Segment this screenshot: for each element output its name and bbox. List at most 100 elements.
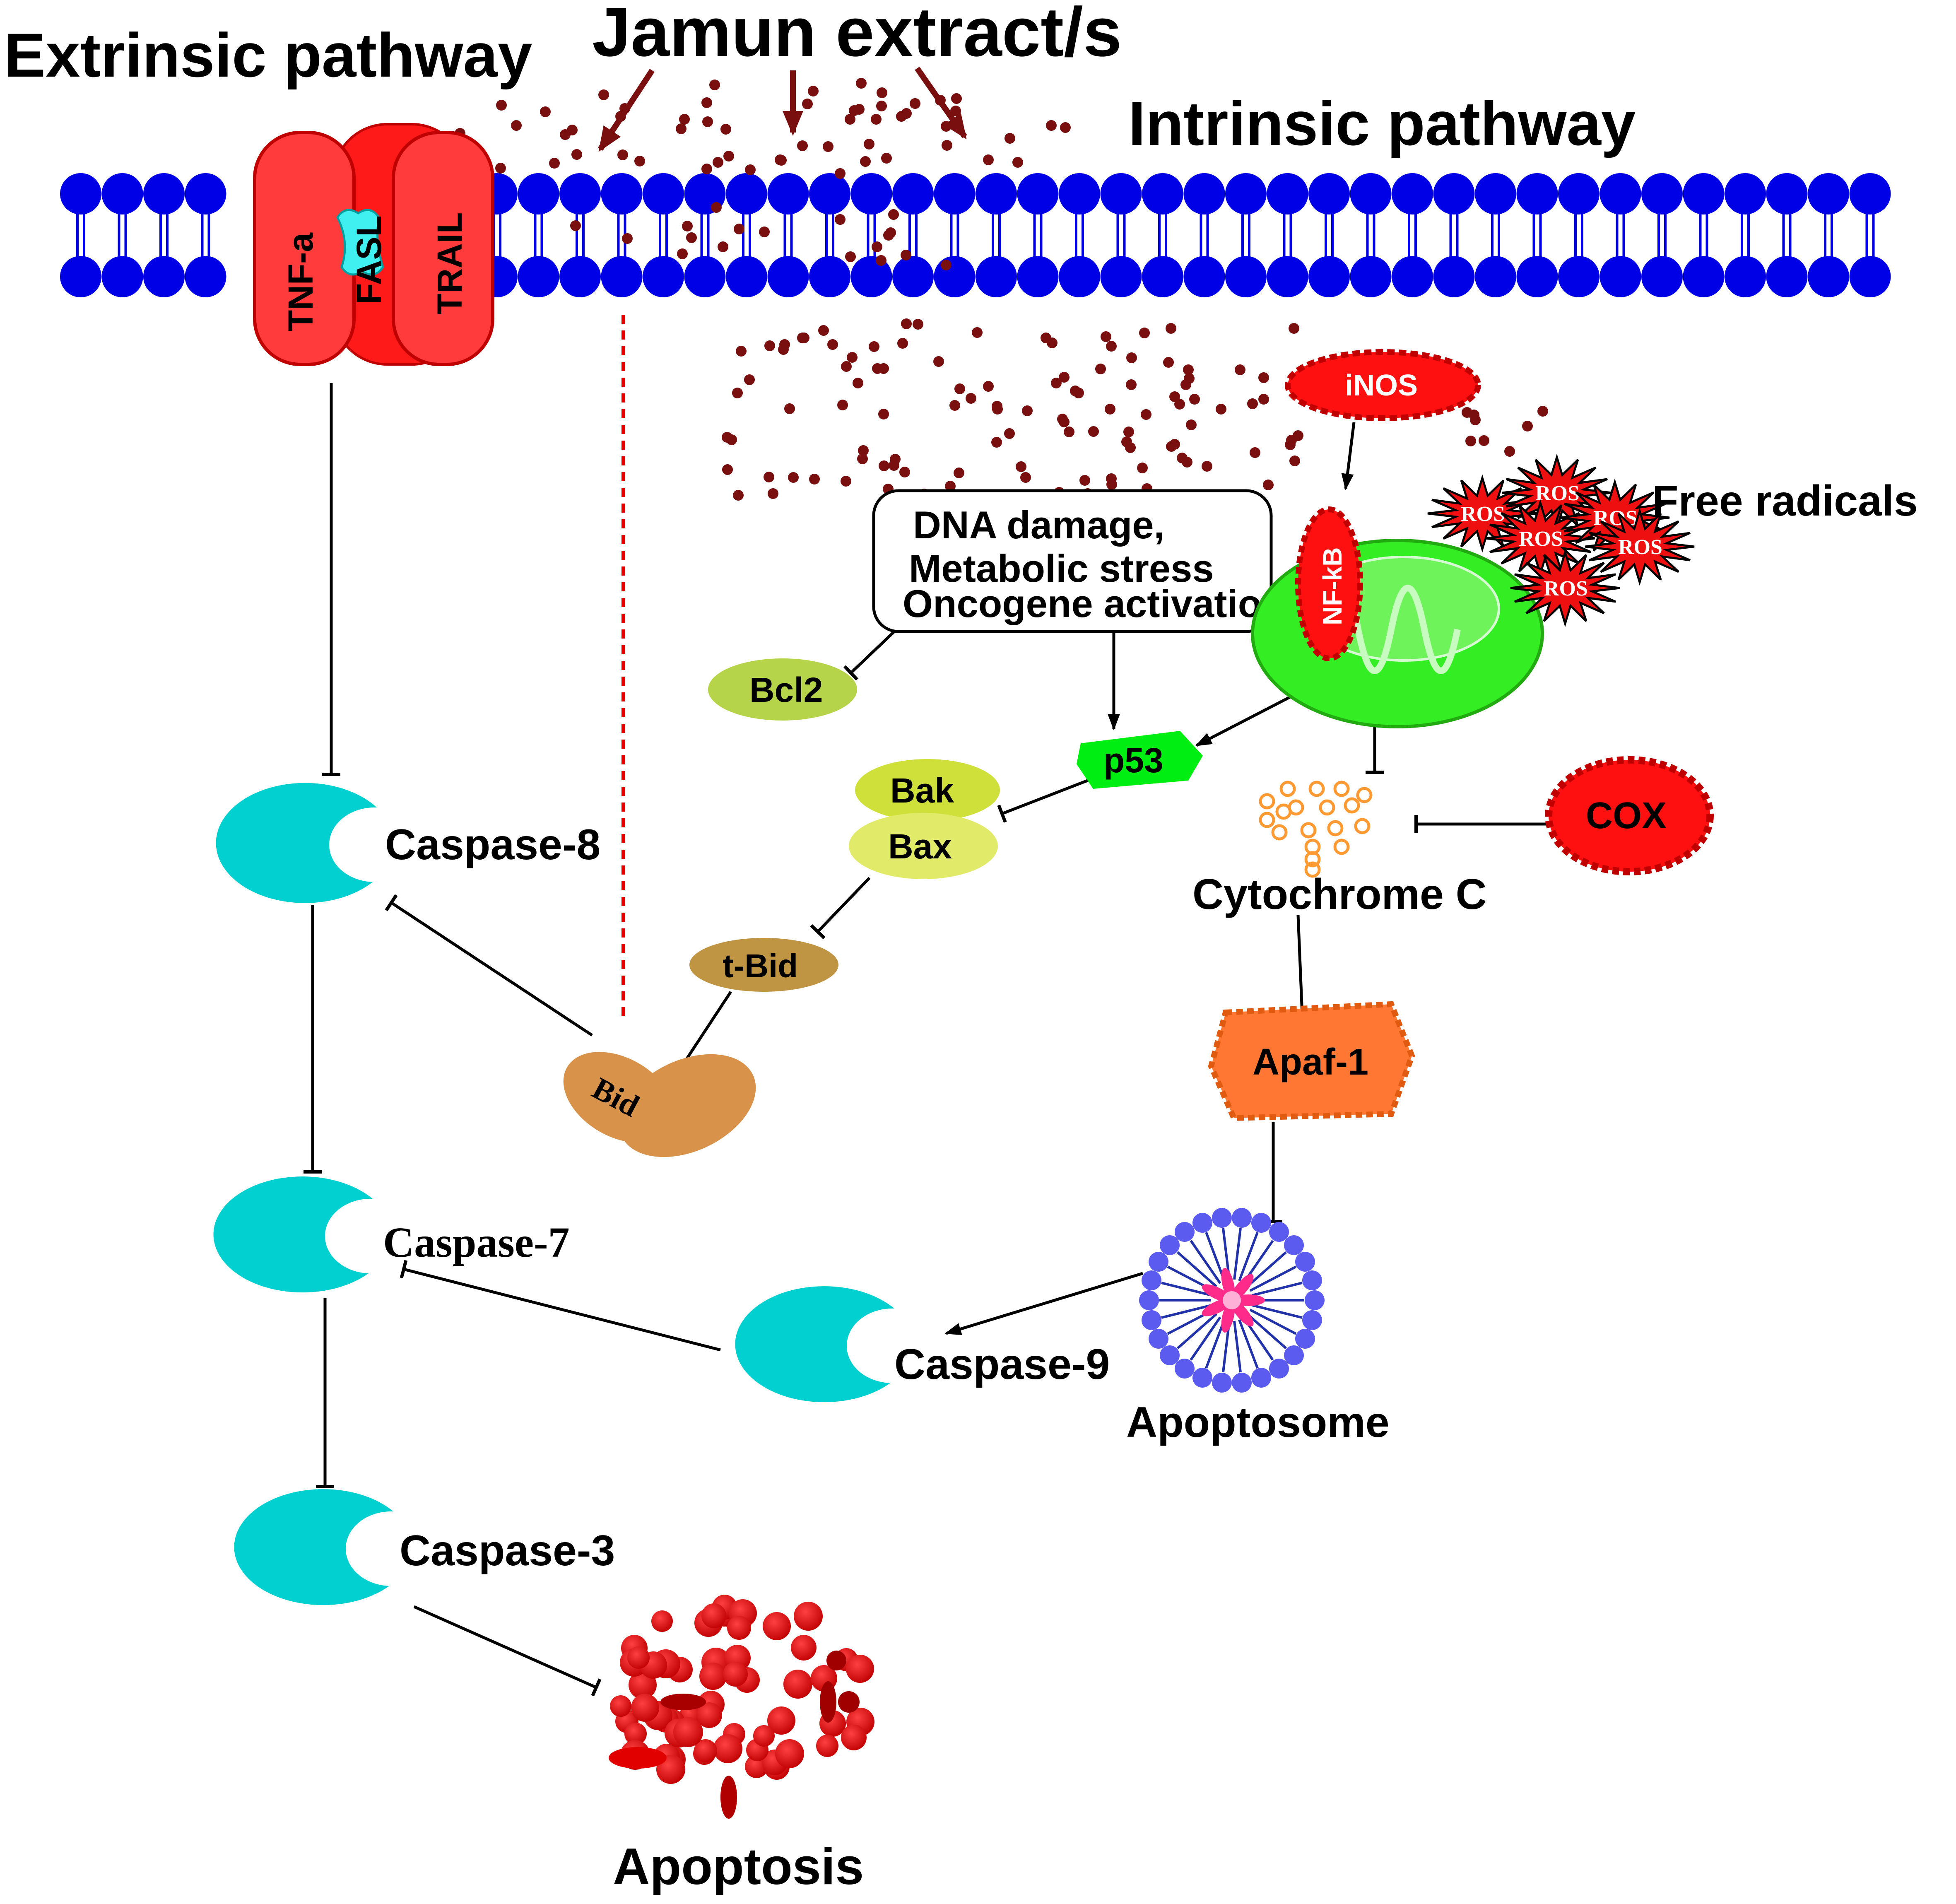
- cytochrome-c-molecule: [1319, 799, 1335, 816]
- inos-label: iNOS: [1345, 369, 1418, 402]
- extract-particle: [1258, 394, 1269, 405]
- lipid-head: [1808, 256, 1849, 297]
- extract-particle: [1064, 427, 1074, 437]
- lipid-head: [643, 256, 684, 297]
- extract-particle: [901, 318, 912, 329]
- extract-particle: [860, 156, 871, 167]
- apoptotic-body: [627, 1646, 650, 1669]
- t-bid-label: t-Bid: [723, 947, 798, 984]
- extract-particle: [1163, 357, 1174, 368]
- extract-particle: [1137, 463, 1148, 473]
- extract-particle: [701, 164, 712, 174]
- lipid-head: [1808, 173, 1849, 215]
- apoptosome-subunit: [1284, 1345, 1304, 1365]
- cox-node: COX: [1545, 756, 1714, 875]
- lipid-head: [1433, 173, 1475, 215]
- extract-particle: [951, 93, 962, 104]
- cytochrome-c-molecule: [1271, 824, 1288, 841]
- lipid-head: [60, 173, 101, 215]
- lipid-head: [101, 256, 143, 297]
- lipid-head: [1392, 256, 1433, 297]
- extract-particle: [1462, 407, 1472, 418]
- extract-particle: [1504, 446, 1515, 457]
- extract-particle: [1016, 461, 1026, 472]
- bid-node: Bid: [563, 1052, 756, 1157]
- lipid-head: [934, 256, 976, 297]
- apoptosome-subunit: [1302, 1270, 1322, 1290]
- caspase-7-node: Caspase-7: [213, 1176, 570, 1293]
- extract-particle: [702, 116, 713, 127]
- extract-particle: [686, 232, 697, 243]
- extract-particle: [1095, 364, 1106, 374]
- lipid-head: [1350, 173, 1392, 215]
- extract-particle: [1022, 405, 1033, 416]
- extract-particle: [598, 89, 609, 100]
- extract-particle: [1059, 372, 1070, 383]
- ros-label: ROS: [1461, 502, 1505, 526]
- extract-particle: [827, 339, 838, 350]
- lipid-head: [60, 256, 101, 297]
- extract-particle: [1289, 323, 1299, 334]
- apoptotic-body: [713, 1734, 742, 1763]
- extract-particle: [864, 139, 874, 149]
- apoptosome-subunit: [1251, 1213, 1271, 1233]
- apoptotic-body: [826, 1651, 846, 1670]
- extract-particle: [759, 227, 770, 237]
- apoptotic-body: [841, 1725, 867, 1750]
- bax-label: Bax: [888, 827, 952, 866]
- extract-particle: [1047, 337, 1057, 348]
- extract-particle: [496, 100, 507, 111]
- extract-particle: [872, 363, 883, 374]
- lipid-head: [1641, 256, 1683, 297]
- extract-particle: [1004, 428, 1015, 439]
- free-radicals-label: Free radicals: [1652, 477, 1918, 525]
- lipid-head: [601, 256, 643, 297]
- extract-particle: [876, 255, 886, 266]
- ros-label: ROS: [1519, 527, 1563, 551]
- extract-particle: [845, 251, 856, 262]
- cytochrome-c-molecule: [1333, 839, 1350, 855]
- extract-particle: [879, 460, 889, 471]
- extract-particle: [983, 154, 994, 165]
- extract-particle: [1012, 157, 1023, 168]
- bak-label: Bak: [890, 771, 954, 810]
- extract-particle: [797, 333, 808, 343]
- extract-particle: [1051, 378, 1062, 388]
- apoptotic-body: [775, 1739, 804, 1768]
- stress-line-1: DNA damage,: [913, 503, 1165, 547]
- extract-particle: [808, 86, 819, 96]
- lipid-head: [767, 173, 809, 215]
- caspase-8-label: Caspase-8: [385, 821, 600, 869]
- extract-particle: [1258, 372, 1269, 383]
- extract-particle: [1106, 341, 1117, 352]
- extract-particle: [713, 157, 723, 168]
- extract-particle: [1126, 379, 1137, 390]
- extract-particle: [711, 202, 722, 213]
- apoptotic-body: [767, 1706, 795, 1735]
- extract-particle: [776, 155, 787, 166]
- extract-particle: [679, 114, 690, 125]
- p53-label: p53: [1103, 741, 1163, 780]
- apoptosome-subunit: [1175, 1359, 1195, 1379]
- extract-particle: [913, 319, 923, 330]
- apoptotic-body: [609, 1747, 667, 1769]
- lipid-head: [101, 173, 143, 215]
- extract-particle: [744, 374, 755, 385]
- extract-particle: [1106, 479, 1117, 490]
- lipid-head: [1599, 256, 1641, 297]
- apaf-1-node: Apaf-1: [1208, 1001, 1415, 1121]
- apoptosome-subunit: [1269, 1359, 1289, 1379]
- extract-particle: [778, 344, 789, 355]
- lipid-head: [1100, 173, 1142, 215]
- lipid-head: [601, 173, 643, 215]
- apoptotic-body: [624, 1723, 647, 1745]
- extract-particle: [945, 481, 956, 492]
- apoptosome-subunit: [1175, 1222, 1195, 1242]
- extract-particle: [617, 149, 628, 160]
- extract-particle: [869, 341, 879, 352]
- cytochrome-c-molecule: [1275, 803, 1292, 820]
- extract-particle: [768, 488, 778, 499]
- extract-particle: [888, 209, 899, 220]
